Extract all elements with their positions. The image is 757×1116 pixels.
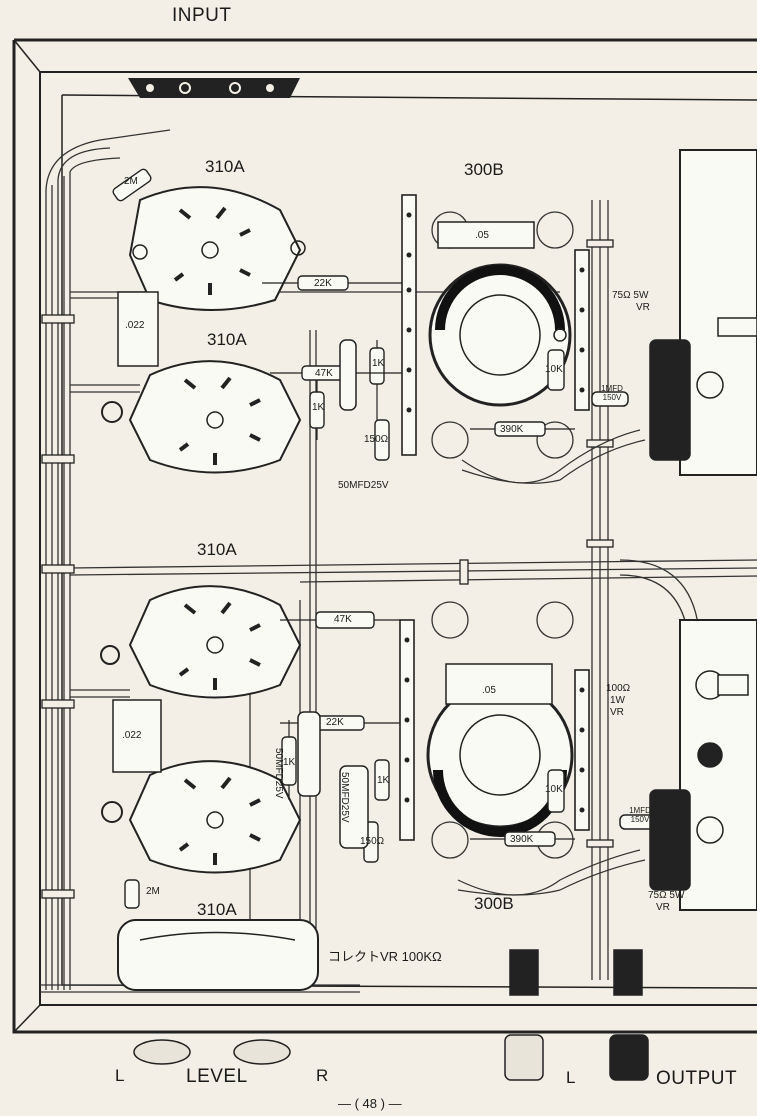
resistor-label-390k-top: 390K <box>500 424 524 435</box>
wire-harness <box>40 129 757 993</box>
bottom-panel-hardware <box>117 919 649 1081</box>
capacitor-label-022-bottom: .022 <box>122 730 142 741</box>
vr-label-75-top: 75Ω 5W <box>612 290 649 301</box>
output-l-label: L <box>566 1068 576 1087</box>
resistors <box>112 168 565 909</box>
vr-label-75-top-vr: VR <box>636 302 650 313</box>
capacitor-label-05-bottom: .05 <box>482 685 496 696</box>
resistor-label-10k-top: 10K <box>545 364 563 375</box>
vr-label-75-bottom: 75Ω 5W <box>648 890 685 901</box>
resistor-label-1k-b: 1K <box>312 402 325 413</box>
resistor-label-47k-top: 47K <box>315 368 333 379</box>
vr-label-100-watt: 1W <box>610 695 625 706</box>
vr-label-75-bottom-vr: VR <box>656 902 670 913</box>
resistor-label-2m-bottom: 2M <box>146 886 160 897</box>
output-label: OUTPUT <box>656 1068 738 1089</box>
capacitor-label-022-top: .022 <box>125 320 145 331</box>
resistor-label-1k-a: 1K <box>372 358 385 369</box>
terminal-lugs <box>404 212 585 813</box>
socket-310a-2 <box>101 360 302 474</box>
tube-label-310a-3: 310A <box>197 540 237 559</box>
resistor-label-150-top: 150Ω <box>364 434 389 445</box>
resistor-label-22k-top: 22K <box>314 278 332 289</box>
resistor-label-10k-bottom: 10K <box>545 784 563 795</box>
collect-vr-label: コレクトVR 100KΩ <box>328 949 442 964</box>
resistor-label-390k-bottom: 390K <box>510 834 534 845</box>
level-r-label: R <box>316 1066 329 1085</box>
input-jack-plate <box>128 78 300 98</box>
resistor-label-22k-bottom: 22K <box>326 717 344 728</box>
page-number: — ( 48 ) — <box>338 1096 402 1111</box>
front-panel-terminals <box>649 149 757 911</box>
vr-label-100-vr: VR <box>610 707 624 718</box>
capacitor-label-50mfd-left: 50MFD25V <box>273 748 284 799</box>
capacitor-label-1mfd-bottom: 1MFD 150V <box>629 806 651 824</box>
tube-label-310a-1: 310A <box>205 157 245 176</box>
tube-label-300b-top: 300B <box>464 160 504 179</box>
capacitor-label-1mfd-top: 1MFD 150V <box>601 384 623 402</box>
tube-label-310a-2: 310A <box>207 330 247 349</box>
capacitor-label-05-top: .05 <box>475 230 489 241</box>
harness-clamps <box>41 239 614 899</box>
capacitors <box>112 221 657 849</box>
chassis <box>12 38 757 1034</box>
socket-310a-4 <box>101 760 302 874</box>
level-l-label: L <box>115 1066 125 1085</box>
resistor-label-150-bottom: 150Ω <box>360 836 385 847</box>
socket-310a-3 <box>100 585 302 699</box>
tube-label-300b-bottom: 300B <box>474 894 514 913</box>
resistor-label-1k-c: 1K <box>283 757 296 768</box>
vr-label-100-ohm: 100Ω <box>606 683 631 694</box>
input-label: INPUT <box>172 5 232 26</box>
resistor-label-47k-bottom: 47K <box>334 614 352 625</box>
resistor-label-2m-top: 2M <box>124 176 138 187</box>
terminal-strips <box>399 194 590 841</box>
tube-label-310a-4: 310A <box>197 900 237 919</box>
resistor-label-1k-d: 1K <box>377 775 390 786</box>
capacitor-label-50mfd-right: 50MFD25V <box>339 772 350 823</box>
twisted-wires <box>457 429 646 896</box>
capacitor-label-50mfd-top: 50MFD25V <box>338 480 389 491</box>
socket-300b-top <box>428 211 574 459</box>
socket-310a-1 <box>128 186 306 311</box>
level-label: LEVEL <box>186 1066 248 1087</box>
